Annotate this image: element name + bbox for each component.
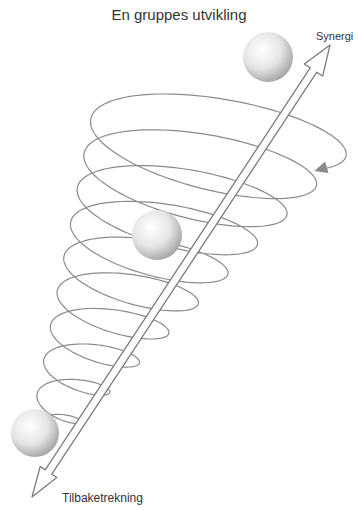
spiral-arrowhead (314, 162, 328, 174)
axis-label: Tilbaketrekning (62, 491, 143, 505)
sphere (243, 32, 293, 82)
axis-label: Synergi (316, 30, 353, 42)
sphere (132, 210, 182, 260)
diagram-title: En gruppes utvikling (0, 6, 358, 23)
sphere (11, 409, 59, 457)
axis-arrow (32, 45, 330, 497)
